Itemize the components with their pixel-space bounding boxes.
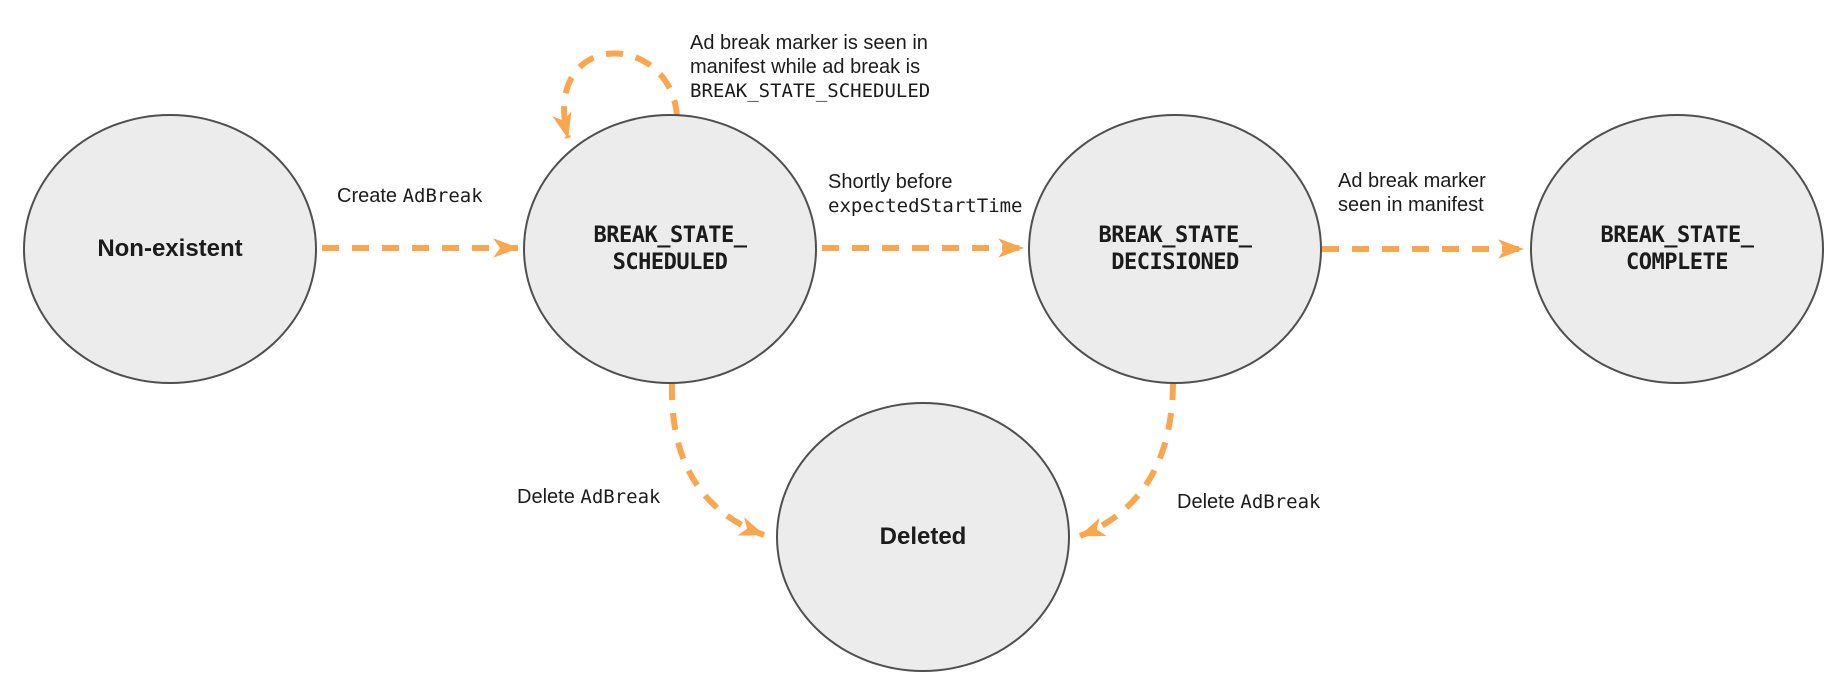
label-delete-adbreak-left: Delete AdBreak	[517, 485, 660, 509]
state-label: Deleted	[879, 523, 967, 550]
label-text: Create	[337, 185, 403, 207]
state-break-state-complete: BREAK_STATE_ COMPLETE	[1530, 114, 1824, 384]
edge-delete-from-scheduled	[668, 382, 766, 538]
edge-self-loop-scheduled	[552, 50, 680, 140]
label-code: BREAK_STATE_SCHEDULED	[690, 80, 931, 102]
edge-delete-from-decisioned	[1078, 382, 1176, 539]
label-shortly-before: Shortly before expectedStartTime	[828, 170, 1022, 218]
label-self-loop: Ad break marker is seen in manifest whil…	[690, 31, 930, 103]
state-break-state-scheduled: BREAK_STATE_ SCHEDULED	[523, 114, 817, 384]
label-text: Ad break marker	[1338, 170, 1486, 192]
label-text: Delete	[517, 486, 581, 508]
label-marker-seen-in-manifest: Ad break marker seen in manifest	[1338, 169, 1486, 217]
label-text: seen in manifest	[1338, 194, 1484, 216]
label-code: AdBreak	[1240, 491, 1321, 513]
state-label: Non-existent	[97, 235, 243, 262]
state-non-existent: Non-existent	[23, 114, 317, 384]
label-text: Ad break marker is seen in	[690, 32, 928, 54]
state-deleted: Deleted	[776, 402, 1070, 672]
state-label: BREAK_STATE_ DECISIONED	[1098, 223, 1252, 275]
label-text: Shortly before	[828, 171, 953, 193]
label-code: AdBreak	[580, 486, 661, 508]
state-break-state-decisioned: BREAK_STATE_ DECISIONED	[1028, 114, 1322, 384]
state-label: BREAK_STATE_ SCHEDULED	[593, 223, 747, 275]
label-code: expectedStartTime	[828, 195, 1023, 217]
state-label: BREAK_STATE_ COMPLETE	[1600, 223, 1754, 275]
label-text: Delete	[1177, 491, 1241, 513]
label-delete-adbreak-right: Delete AdBreak	[1177, 490, 1320, 514]
label-create-adbreak: Create AdBreak	[337, 184, 483, 208]
label-text: manifest while ad break is	[690, 56, 921, 78]
label-code: AdBreak	[402, 185, 483, 207]
